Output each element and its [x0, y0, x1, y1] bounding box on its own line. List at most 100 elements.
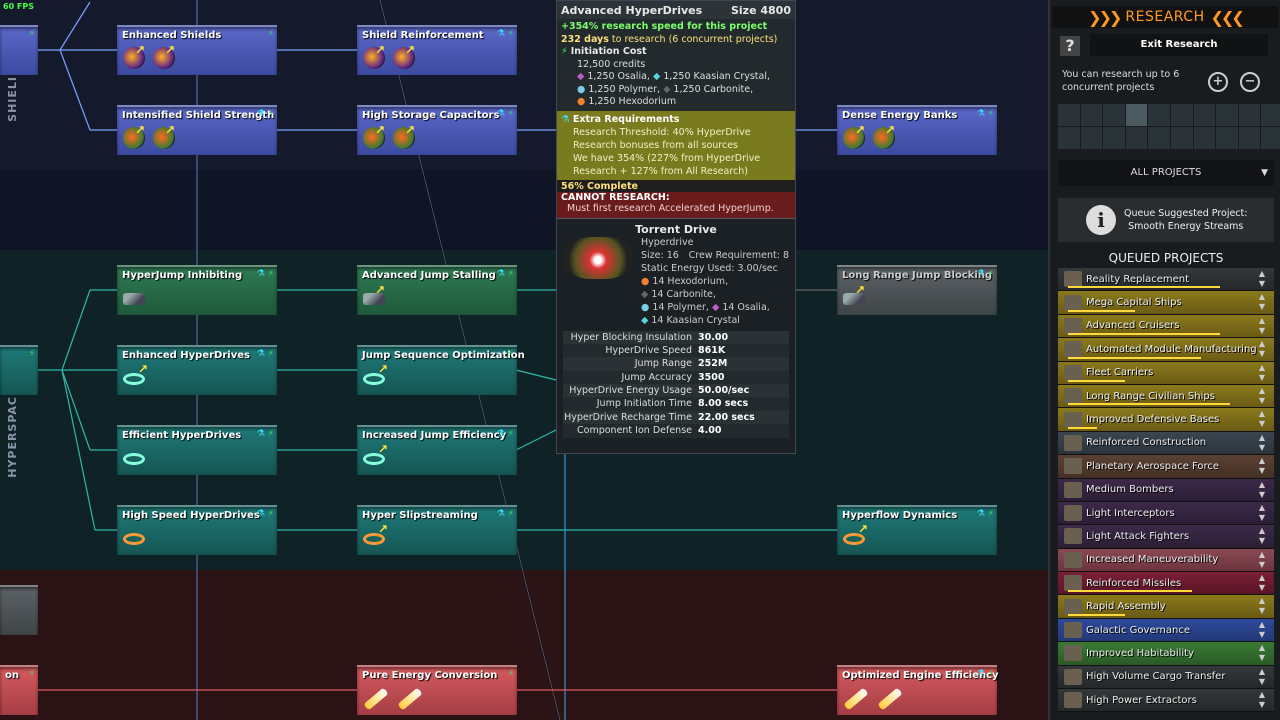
res-hexodorium: 14 Hexodorium, — [652, 275, 729, 287]
reorder-arrows-icon[interactable]: ▲▼ — [1258, 456, 1266, 476]
reorder-arrows-icon[interactable]: ▲▼ — [1258, 409, 1266, 429]
queued-project-item[interactable]: Improved Defensive Bases▲▼ — [1058, 408, 1274, 432]
node-partial-shields[interactable]: ⚡ — [0, 25, 38, 75]
zoom-out-button[interactable]: − — [1240, 72, 1260, 92]
category-tools-icon[interactable] — [1261, 104, 1280, 126]
node-intensified-shield-strength[interactable]: Intensified Shield Strength ⚗ ⚡ ↗↗ — [117, 105, 277, 155]
category-flag-icon[interactable] — [1261, 127, 1280, 149]
queued-project-item[interactable]: High Volume Cargo Transfer▲▼ — [1058, 665, 1274, 690]
reorder-arrows-icon[interactable]: ▲▼ — [1258, 690, 1266, 710]
category-people-icon[interactable] — [1125, 127, 1148, 149]
queued-project-item[interactable]: Rapid Assembly ▲▼ — [1058, 595, 1274, 619]
research-speed-line: +354% research speed for this project — [561, 21, 768, 32]
queued-project-item[interactable]: Light Interceptors▲▼ — [1058, 501, 1274, 526]
project-icon — [1064, 317, 1082, 334]
node-partial-locked[interactable] — [0, 585, 38, 635]
all-projects-dropdown[interactable]: ALL PROJECTS ▼ — [1058, 160, 1274, 186]
category-missile-icon[interactable] — [1170, 104, 1193, 126]
category-hyperdrive-icon[interactable] — [1148, 104, 1170, 126]
queued-projects-list[interactable]: Reality Replacement▲▼Mega Capital Ships▲… — [1058, 268, 1274, 713]
node-hyperjump-inhibiting[interactable]: HyperJump Inhibiting ⚗ ⚡ — [117, 265, 277, 315]
queue-suggested-button[interactable]: i Queue Suggested Project:Smooth Energy … — [1058, 198, 1274, 242]
category-bombers-icon[interactable] — [1080, 127, 1103, 149]
queued-project-item[interactable]: Mega Capital Ships▲▼ — [1058, 291, 1274, 315]
category-mail-icon[interactable] — [1080, 104, 1103, 126]
reorder-arrows-icon[interactable]: ▲▼ — [1258, 432, 1266, 452]
node-enhanced-shields[interactable]: Enhanced Shields ⚡ ↗↗ — [117, 25, 277, 75]
reorder-arrows-icon[interactable]: ▲▼ — [1258, 339, 1266, 359]
reorder-arrows-icon[interactable]: ▲▼ — [1258, 573, 1266, 593]
category-armor-icon[interactable] — [1216, 104, 1238, 126]
queued-project-item[interactable]: Advanced Cruisers▲▼ — [1058, 314, 1274, 339]
category-ships-icon[interactable] — [1103, 104, 1125, 126]
node-enhanced-hyperdrives[interactable]: Enhanced HyperDrives ⚗ ⚡ ↗ — [117, 345, 277, 395]
node-title: Efficient HyperDrives — [122, 430, 242, 441]
tooltip-size: Size 4800 — [730, 3, 791, 17]
reorder-arrows-icon[interactable]: ▲▼ — [1258, 362, 1266, 382]
category-cargo-icon[interactable] — [1148, 127, 1170, 149]
reorder-arrows-icon[interactable]: ▲▼ — [1258, 292, 1266, 312]
reorder-arrows-icon[interactable]: ▲▼ — [1258, 549, 1266, 569]
node-jump-sequence-optimization[interactable]: Jump Sequence Optimization ⚡ ↗ — [357, 345, 525, 395]
category-planet-icon[interactable] — [1103, 127, 1125, 149]
flask-icon: ⚗ — [256, 349, 265, 359]
help-button[interactable]: ? — [1060, 36, 1080, 56]
exit-research-button[interactable]: Exit Research — [1090, 34, 1268, 56]
category-shipyard-icon[interactable] — [1238, 127, 1261, 149]
project-name: Increased Maneuverability — [1086, 554, 1219, 566]
queued-project-item[interactable]: Long Range Civilian Ships▲▼ — [1058, 384, 1274, 409]
reorder-arrows-icon[interactable]: ▲▼ — [1258, 502, 1266, 522]
node-increased-jump-efficiency[interactable]: Increased Jump Efficiency ⚗ ⚡ ↗ — [357, 425, 517, 475]
category-weapons-icon[interactable] — [1058, 104, 1080, 126]
node-dense-energy-banks[interactable]: Dense Energy Banks ⚗ ⚡ ↗↗ — [837, 105, 997, 155]
node-shield-reinforcement[interactable]: Shield Reinforcement ⚗ ⚡ ↗↗ — [357, 25, 517, 75]
queued-project-item[interactable]: Automated Module Manufacturing▲▼ — [1058, 338, 1274, 362]
reorder-arrows-icon[interactable]: ▲▼ — [1258, 479, 1266, 499]
queued-project-item[interactable]: Planetary Aerospace Force▲▼ — [1058, 455, 1274, 479]
queued-project-item[interactable]: Reinforced Construction▲▼ — [1058, 431, 1274, 456]
zoom-in-button[interactable]: + — [1208, 72, 1228, 92]
node-long-range-jump-blocking[interactable]: Long Range Jump Blocking ⚗ ⚡ ↗ — [837, 265, 997, 315]
engine-icon — [363, 687, 389, 711]
node-high-storage-capacitors[interactable]: High Storage Capacitors ⚗ ⚡ ↗↗ — [357, 105, 517, 155]
node-optimized-engine-efficiency[interactable]: Optimized Engine Efficiency ⚗ ⚡ — [837, 665, 999, 715]
reorder-arrows-icon[interactable]: ▲▼ — [1258, 315, 1266, 335]
category-base-icon[interactable] — [1170, 127, 1193, 149]
project-name: Rapid Assembly — [1086, 601, 1166, 613]
queued-project-item[interactable]: Medium Bombers▲▼ — [1058, 478, 1274, 502]
reorder-arrows-icon[interactable]: ▲▼ — [1258, 385, 1266, 405]
queued-project-item[interactable]: Fleet Carriers▲▼ — [1058, 361, 1274, 385]
node-high-speed-hyperdrives[interactable]: High Speed HyperDrives ⚗ ⚡ — [117, 505, 277, 555]
reorder-arrows-icon[interactable]: ▲▼ — [1258, 643, 1266, 663]
queued-project-item[interactable]: Reality Replacement▲▼ — [1058, 268, 1274, 292]
node-partial-hyperspace[interactable]: ⚡ — [0, 345, 38, 395]
reorder-arrows-icon[interactable]: ▲▼ — [1258, 526, 1266, 546]
category-station-icon[interactable] — [1193, 127, 1216, 149]
node-efficient-hyperdrives[interactable]: Efficient HyperDrives ⚗ ⚡ — [117, 425, 277, 475]
research-tree[interactable]: SHIELI HYPERSPAC — [0, 0, 1048, 720]
reorder-arrows-icon[interactable]: ▲▼ — [1258, 596, 1266, 616]
queued-project-item[interactable]: Improved Habitability▲▼ — [1058, 642, 1274, 666]
category-fighters-icon[interactable] — [1058, 127, 1080, 149]
queued-project-item[interactable]: Reinforced Missiles▲▼ — [1058, 572, 1274, 596]
energy-icon: ⚡ — [987, 509, 994, 519]
reorder-arrows-icon[interactable]: ▲▼ — [1258, 269, 1266, 288]
category-sensors-icon[interactable] — [1238, 104, 1261, 126]
node-partial-red[interactable]: on⚡ — [0, 665, 38, 715]
queued-project-item[interactable]: Light Attack Fighters▲▼ — [1058, 525, 1274, 549]
category-construction-icon[interactable] — [1193, 104, 1216, 126]
queued-project-item[interactable]: Galactic Governance▲▼ — [1058, 618, 1274, 643]
reactor-component-icon: ↗ — [843, 123, 865, 149]
stat-value: 8.00 secs — [698, 398, 749, 410]
reorder-arrows-icon[interactable]: ▲▼ — [1258, 666, 1266, 686]
node-hyper-slipstreaming[interactable]: Hyper Slipstreaming ⚗ ⚡ ↗ — [357, 505, 517, 555]
queued-project-item[interactable]: High Power Extractors▲▼ — [1058, 689, 1274, 713]
reorder-arrows-icon[interactable]: ▲▼ — [1258, 619, 1266, 639]
node-hyperflow-dynamics[interactable]: Hyperflow Dynamics ⚗ ⚡ ↗ — [837, 505, 997, 555]
queued-project-item[interactable]: Increased Maneuverability ▲▼ — [1058, 548, 1274, 573]
category-crew-icon[interactable] — [1125, 104, 1148, 126]
node-pure-energy-conversion[interactable]: Pure Energy Conversion ⚡ — [357, 665, 517, 715]
node-advanced-jump-stalling[interactable]: Advanced Jump Stalling ⚗ ⚡ ↗ — [357, 265, 517, 315]
category-industry-icon[interactable] — [1216, 127, 1238, 149]
